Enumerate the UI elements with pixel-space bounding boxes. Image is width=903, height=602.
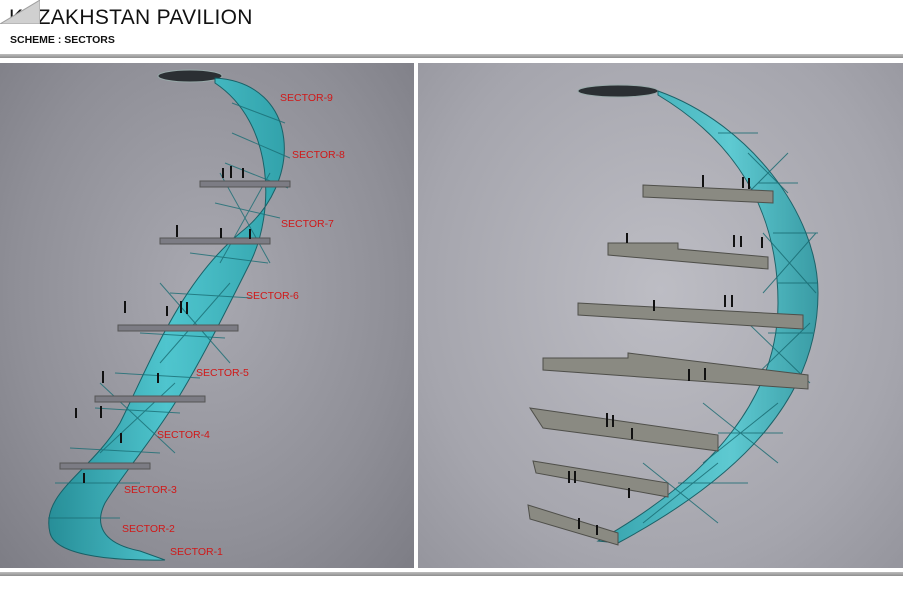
right-render-panel <box>418 63 903 568</box>
sector-label-5: SECTOR-5 <box>196 367 249 379</box>
corner-page-curl-icon <box>0 0 40 24</box>
page-subtitle: SCHEME : SECTORS <box>10 34 115 46</box>
sector-label-3: SECTOR-3 <box>124 484 177 496</box>
sector-label-8: SECTOR-8 <box>292 149 345 161</box>
tower-render-floors <box>527 84 819 546</box>
sector-label-6: SECTOR-6 <box>246 290 299 302</box>
footer-divider <box>0 572 903 576</box>
sector-label-7: SECTOR-7 <box>281 218 334 230</box>
header-divider <box>0 54 903 58</box>
sector-label-2: SECTOR-2 <box>122 523 175 535</box>
left-render-panel: SECTOR-9 SECTOR-8 SECTOR-7 SECTOR-6 SECT… <box>0 63 414 568</box>
page-title: KAZAKHSTAN PAVILION <box>9 6 253 29</box>
sector-label-4: SECTOR-4 <box>157 429 210 441</box>
sector-label-9: SECTOR-9 <box>280 92 333 104</box>
sector-label-1: SECTOR-1 <box>170 546 223 558</box>
tower-render-sectors <box>48 69 291 561</box>
